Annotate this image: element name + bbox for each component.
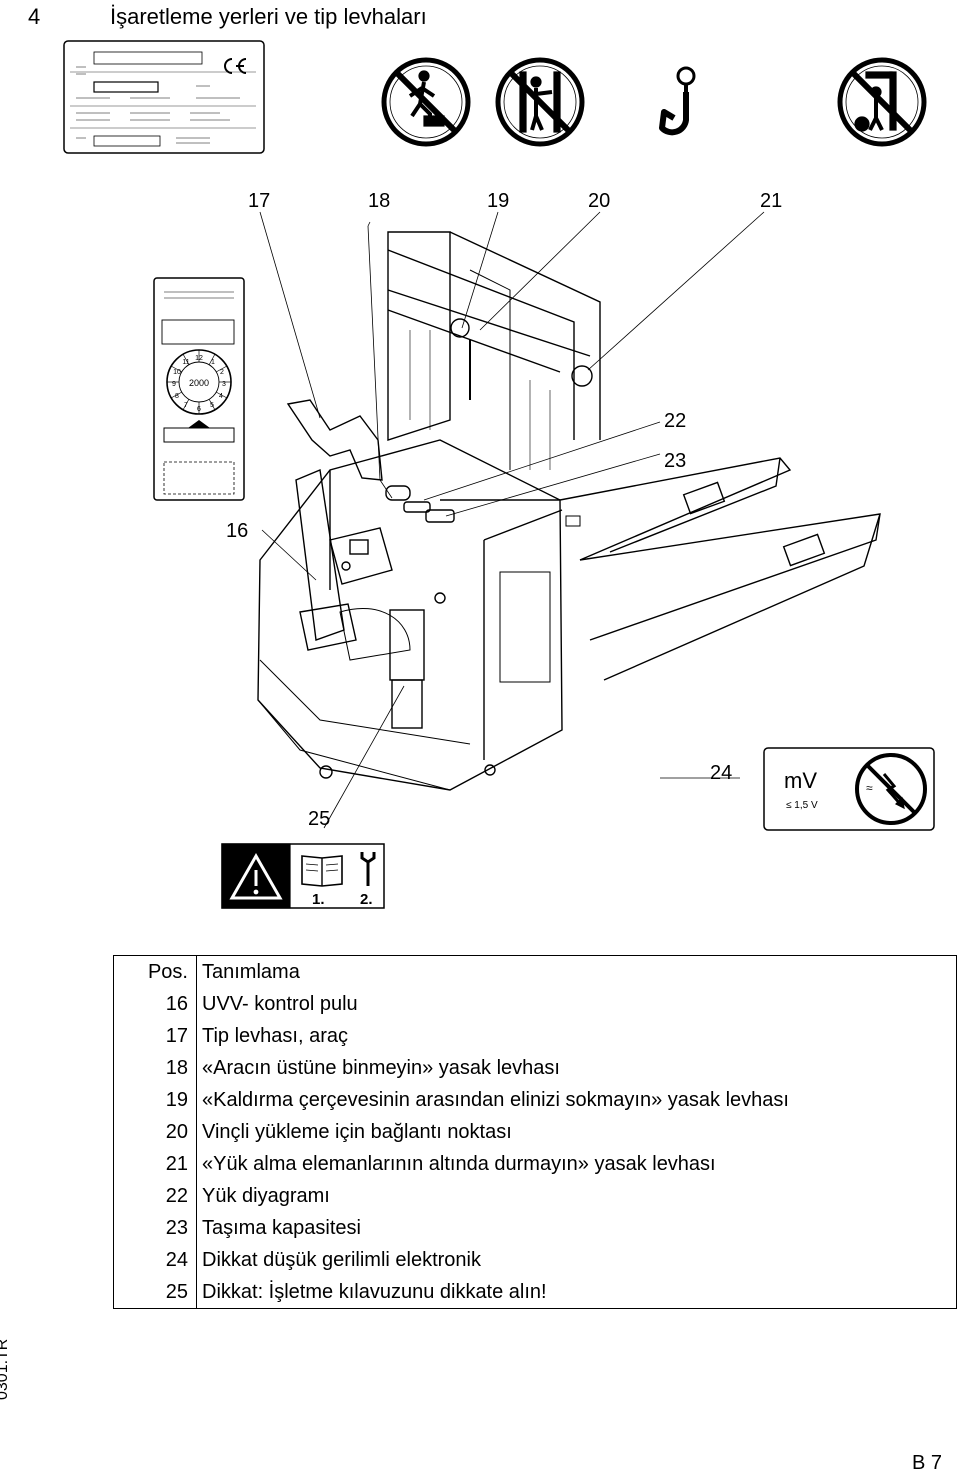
disc-month-10: 10 (173, 369, 181, 376)
disc-month-2: 2 (220, 369, 224, 376)
callout-20: 20 (588, 190, 611, 212)
callout-16: 16 (226, 520, 249, 542)
no-standing-under-load-sign-icon (837, 57, 927, 147)
legend-desc: Dikkat düşük gerilimli elektronik (202, 1249, 481, 1271)
section-title: İşaretleme yerleri ve tip levhaları (110, 4, 427, 29)
legend-desc: Yük diyagramı (202, 1185, 330, 1207)
low-voltage-electronics-sign-24 (763, 747, 935, 831)
legend-desc: Taşıma kapasitesi (202, 1217, 361, 1239)
disc-month-3: 3 (222, 381, 226, 388)
legend-desc: UVV- kontrol pulu (202, 993, 358, 1015)
callout-24: 24 (710, 762, 733, 784)
legend-pos: 24 (113, 1244, 197, 1276)
type-plate-17 (63, 40, 265, 154)
manual-step-2: 2. (360, 891, 373, 908)
voltage-limit-label: ≤ 1,5 V (786, 800, 818, 811)
legend-desc: Tip levhası, araç (202, 1025, 348, 1047)
no-riding-sign-icon (381, 57, 471, 147)
legend-header-row: Pos. Tanımlama (113, 955, 957, 988)
legend-header-desc: Tanımlama (202, 961, 300, 983)
document-code: 0301.TR (0, 1338, 11, 1400)
callout-22: 22 (664, 410, 687, 432)
callout-18: 18 (368, 190, 391, 212)
disc-month-9: 9 (172, 381, 176, 388)
callout-19: 19 (487, 190, 510, 212)
disc-month-6: 6 (197, 406, 201, 413)
legend-pos: 18 (113, 1052, 197, 1084)
legend-pos: 22 (113, 1180, 197, 1212)
disc-month-11: 11 (182, 359, 189, 366)
callout-17: 17 (248, 190, 271, 212)
leader-lines (259, 211, 765, 829)
legend-row: 19«Kaldırma çerçevesinin arasından elini… (113, 1084, 957, 1116)
disc-month-12: 12 (195, 355, 203, 362)
page-number: B 7 (911, 1452, 942, 1474)
legend-desc: «Yük alma elemanlarının altında durmayın… (202, 1153, 716, 1175)
legend-desc: Vinçli yükleme için bağlantı noktası (202, 1121, 512, 1143)
labels-illustration: 2000 12 1 2 3 4 5 6 7 8 9 10 11 mV ≤ 1,5… (63, 40, 935, 909)
callout-25: 25 (308, 808, 331, 830)
uvv-control-plate-16 (153, 277, 245, 501)
legend-header-pos: Pos. (113, 955, 197, 988)
legend-row: 21«Yük alma elemanlarının altında durmay… (113, 1148, 957, 1180)
millivolt-label: mV (784, 768, 817, 793)
callout-21: 21 (760, 190, 783, 212)
crane-hook-icon (659, 66, 696, 136)
disc-month-5: 5 (210, 402, 214, 409)
legend-pos: 17 (113, 1020, 197, 1052)
no-hands-in-mast-sign-icon (495, 57, 585, 147)
section-number: 4 (28, 4, 41, 29)
pallet-truck-drawing (257, 231, 881, 791)
legend-desc: «Aracın üstüne binmeyin» yasak levhası (202, 1057, 560, 1079)
ac-symbol: ≈ (866, 781, 873, 795)
legend-pos: 20 (113, 1116, 197, 1148)
read-manual-sign-25 (221, 843, 385, 909)
legend-pos: 23 (113, 1212, 197, 1244)
callout-23: 23 (664, 450, 687, 472)
legend-pos: 21 (113, 1148, 197, 1180)
disc-month-8: 8 (175, 393, 179, 400)
disc-month-4: 4 (219, 393, 223, 400)
inspection-year: 2000 (189, 378, 209, 388)
legend-desc: Dikkat: İşletme kılavuzunu dikkate alın! (202, 1281, 547, 1303)
legend-row: 18«Aracın üstüne binmeyin» yasak levhası (113, 1052, 957, 1084)
manual-step-1: 1. (312, 891, 325, 908)
legend-pos: 25 (113, 1276, 197, 1309)
disc-month-1: 1 (211, 359, 215, 366)
legend-pos: 19 (113, 1084, 197, 1116)
legend-desc: «Kaldırma çerçevesinin arasından elinizi… (202, 1089, 789, 1111)
disc-month-7: 7 (184, 402, 188, 409)
legend-pos: 16 (113, 988, 197, 1020)
